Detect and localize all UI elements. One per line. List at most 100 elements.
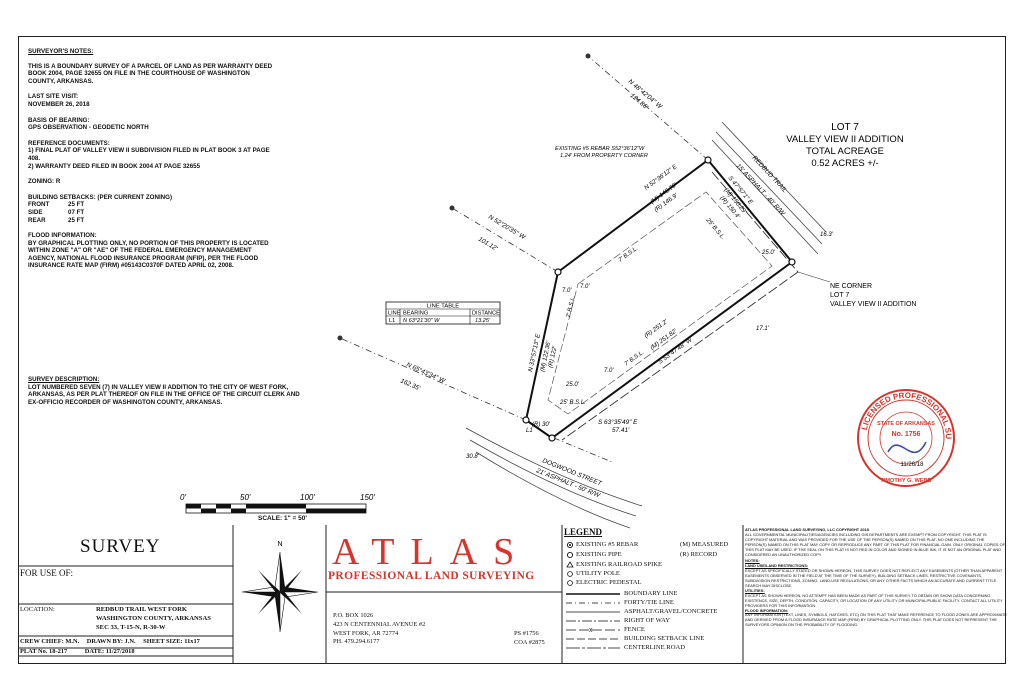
se-bearing: S 63°35'49" E — [598, 418, 638, 426]
electric-pedestal-icon — [567, 580, 573, 586]
copyright-body: ALL GOVERNMENTAL MUNICIPALITIES/AGENCIES… — [745, 531, 1006, 557]
flood-info-label: FLOOD INFORMATION: — [745, 607, 789, 613]
license-numbers: PS #1756 COA #2875 — [514, 629, 545, 647]
copyright-title: ATLAS PROFESSIONAL LAND SURVEYING, LLC C… — [745, 527, 869, 532]
bsl7-west: 7' B.S.L. — [566, 295, 577, 318]
west-edge-r: (R) 122' — [547, 345, 559, 369]
location-label: LOCATION: — [20, 606, 55, 613]
bearing-value: GPS OBSERVATION - GEODETIC NORTH — [28, 124, 149, 132]
ne-corner-3: VALLEY VIEW II ADDITION — [830, 301, 917, 308]
legend-boundary-line: BOUNDARY LINE — [624, 590, 678, 597]
ne-corner-leader — [797, 271, 831, 283]
plat-number: PLAT No. 18-217 — [20, 648, 68, 655]
setbacks-label: BUILDING SETBACKS: (PER CURRENT ZONING) — [28, 193, 173, 201]
location-line-3: SEC 33, T-15-N, R-30-W — [96, 624, 166, 631]
legend-spike: EXISTING RAILROAD SPIKE — [576, 561, 663, 568]
rebar-note-1: EXISTING #5 REBAR S52°36'12"W — [555, 146, 645, 152]
lot-acreage-label: TOTAL ACREAGE — [806, 146, 884, 157]
for-use-label: FOR USE OF: — [20, 568, 74, 578]
location-line-2: WASHINGTON COUNTY, ARKANSAS — [96, 615, 211, 622]
se-distance: 57.41' — [612, 427, 630, 434]
refs-label: REFERENCE DOCUMENTS: — [28, 139, 110, 147]
tie-point-sw — [337, 335, 343, 341]
legend-utility-pole: UTILITY POLE — [576, 570, 620, 577]
plat-date: DATE: 11/27/2018 — [84, 648, 135, 655]
flood-text: BY GRAPHICAL PLOTTING ONLY, NO PORTION O… — [28, 239, 269, 270]
line-table-h-bearing: BEARING — [403, 311, 428, 317]
tie-line-top — [587, 55, 709, 161]
bsl7-north: 7' B.S.L. — [618, 246, 640, 264]
scale-tick-50: 50' — [240, 493, 251, 502]
copyright-notes: ATLAS PROFESSIONAL LAND SURVEYING, LLC C… — [745, 527, 1007, 628]
corner-nw — [554, 268, 562, 276]
setback-labels: 25' B.S.L. 7' B.S.L. 7' B.S.L. 7' B.S.L.… — [466, 217, 834, 460]
legend-symbols: x — [566, 541, 620, 649]
line-table-r-line: L1 — [389, 318, 395, 324]
notes-header: SURVEYOR'S NOTES: — [28, 48, 94, 55]
line-table-r-bearing: N 63°21'30" W — [403, 318, 440, 324]
legend-record: (R) RECORD — [680, 551, 718, 558]
ne-corner-2: LOT 7 — [830, 292, 849, 299]
zoning: ZONING: R — [28, 178, 61, 186]
tie-line-nw — [451, 207, 559, 273]
spike-symbol-icon — [566, 561, 574, 568]
legend-electric-pedestal: ELECTRIC PEDESTAL — [576, 579, 642, 586]
legend-title: LEGEND — [564, 527, 603, 537]
legend-asphalt: ASPHALT/GRAVEL/CONCRETE — [624, 608, 718, 615]
pipe-symbol-icon — [566, 551, 574, 559]
tie-lines — [339, 55, 709, 463]
setback-lines — [547, 191, 773, 415]
survey-sheet-border — [18, 36, 1006, 664]
plat-row: PLAT No. 18-217 DATE: 11/27/2018 — [20, 648, 233, 655]
company-address: P.O. BOX 1026 423 N CENTENNIAL AVENUE #2… — [333, 612, 425, 647]
bsl25-south: 25' B.S.L. — [559, 400, 586, 406]
address-line-2: 423 N CENTENNIAL AVENUE #2 — [333, 620, 426, 628]
land-use-text: EXCEPT AS SPECIFICALLY STATED OR SHOWN H… — [745, 568, 1003, 588]
redbud-trail-lines — [711, 121, 827, 255]
surveyor-notes: SURVEYOR'S NOTES: THIS IS A BOUNDARY SUR… — [28, 48, 278, 270]
tie-line-sw — [339, 337, 527, 421]
desc-label: SURVEY DESCRIPTION: — [28, 376, 100, 383]
d171: 17.1' — [756, 326, 770, 332]
desc-text: LOT NUMBERED SEVEN (7) IN VALLEY VIEW II… — [28, 383, 300, 406]
sw-distance: 162.35' — [399, 377, 422, 392]
line-table-r-distance: 13.25' — [475, 318, 491, 324]
utility-pole-icon — [567, 571, 573, 577]
d308: 30.8' — [466, 454, 480, 460]
sheet-size: SHEET SIZE: 11x17 — [143, 638, 200, 645]
ref-2: 2) WARRANTY DEED FILED IN BOOK 2004 AT P… — [28, 162, 201, 170]
legend-pipe: EXISTING PIPE — [576, 551, 622, 558]
last-visit-date: NOVEMBER 26, 2018 — [28, 100, 90, 108]
survey-title: SURVEY — [80, 536, 161, 557]
location-line-1: REDBUD TRAIL WEST FORK — [96, 606, 188, 613]
tie-line-se — [553, 437, 613, 463]
legend-fence: FENCE — [624, 626, 645, 633]
d7-nw: 7.0' — [562, 288, 572, 294]
seal-number: No. 1756 — [892, 431, 921, 438]
company-subtitle: PROFESSIONAL LAND SURVEYING — [328, 570, 535, 582]
survey-description: SURVEY DESCRIPTION: LOT NUMBERED SEVEN (… — [28, 376, 308, 406]
bsl7-south: 7' B.S.L. — [624, 350, 646, 368]
drawn-by: DRAWN BY: J.N. — [86, 638, 136, 645]
corner-e — [788, 258, 796, 266]
crew-chief: CREW CHIEF: M.N. — [20, 638, 80, 645]
seal-date: 11/26/18 — [901, 462, 925, 468]
title-block-grid — [18, 525, 744, 664]
fence-line — [561, 171, 799, 441]
seal-arc-text: LICENSED PROFESSIONAL SURVEYOR — [0, 0, 953, 440]
dogwood-street-lines — [465, 427, 643, 529]
edge-labels: N 52°36'12" E (M) 146.70' (R) 146.9' S 4… — [527, 163, 755, 373]
rebar-note-2: 1.24' FROM PROPERTY CORNER — [560, 153, 648, 159]
corner-sw — [522, 416, 530, 424]
scale-label: SCALE: 1" = 50' — [258, 515, 307, 522]
curve-r: (R) 30' — [532, 422, 551, 428]
tie-end-points — [337, 53, 591, 341]
coa-number: COA #2875 — [514, 639, 545, 646]
scale-tick-150: 150' — [360, 493, 375, 502]
lot-subdivision: VALLEY VIEW II ADDITION — [786, 134, 904, 145]
d25-sw: 25.0' — [565, 382, 580, 388]
north-arrow-icon: N — [241, 541, 319, 633]
legend-rebar: EXISTING #5 REBAR — [576, 541, 639, 548]
